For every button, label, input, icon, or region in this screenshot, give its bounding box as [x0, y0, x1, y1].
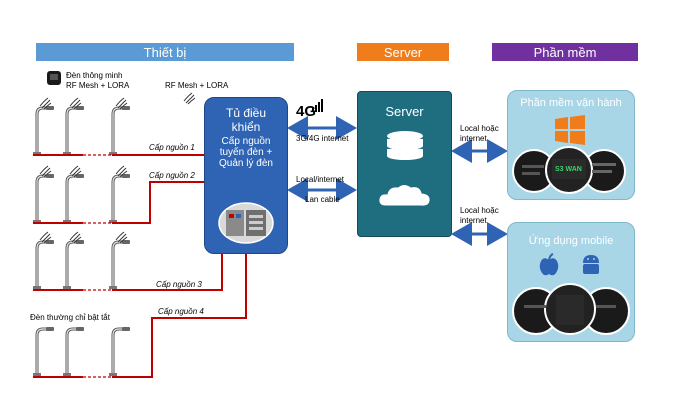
cabinet-desc-line3: Quản lý đèn	[219, 158, 273, 169]
rf-label: RF Mesh + LORA	[165, 81, 229, 90]
header-server: Server	[357, 43, 449, 61]
lamp-row-3	[31, 238, 223, 291]
lamp-row-1	[31, 104, 204, 157]
badge-4g: 4G	[296, 103, 317, 120]
cloud-icon	[378, 184, 431, 207]
label-local-hoac-2b: internet	[460, 216, 487, 225]
cabinet-photo	[218, 202, 274, 244]
windows-icon	[555, 115, 585, 145]
power-line-3-label: Cấp nguồn 3	[156, 280, 202, 289]
operations-title: Phần mềm vận hành	[520, 97, 622, 109]
power-line-1-label: Cấp nguồn 1	[149, 143, 195, 152]
header-devices: Thiết bị	[36, 43, 294, 61]
mobile-app-panel: Ứng dụng mobile	[507, 222, 635, 342]
database-icon	[387, 131, 423, 160]
label-4g: 3G/4G internet	[296, 134, 349, 143]
signal-icon	[312, 99, 323, 112]
lamp-row-2	[31, 172, 204, 225]
label-local-hoac-1a: Local hoặc	[460, 124, 499, 133]
label-local-hoac-1b: internet	[460, 134, 487, 143]
mobile-app-screens	[512, 283, 630, 335]
cabinet-desc-line1: Cấp nguồn	[221, 136, 271, 147]
desktop-app-screens	[512, 146, 626, 194]
operations-software-panel: Phần mềm vận hành S3 WAN	[507, 90, 635, 200]
header-software: Phần mềm	[492, 43, 638, 61]
app-logo-text: S3 WAN	[555, 166, 582, 173]
cabinet-title-line1: Tủ điều	[225, 106, 267, 120]
label-local-hoac-2a: Local hoặc	[460, 206, 499, 215]
control-cabinet: Tủ điều khiển Cấp nguồn tuyến đèn + Quản…	[204, 97, 288, 254]
lamp-row-4	[31, 252, 247, 378]
mobile-title: Ứng dụng mobile	[528, 235, 614, 247]
android-icon	[583, 255, 599, 274]
server-box: Server	[357, 91, 452, 237]
cabinet-title-line2: khiển	[231, 120, 261, 134]
power-line-4-label: Cấp nguồn 4	[158, 307, 204, 316]
power-line-2-label: Cấp nguồn 2	[149, 171, 195, 180]
server-title: Server	[385, 104, 424, 119]
wifi-icon	[183, 92, 196, 105]
smart-light-label: Đèn thông minh	[66, 71, 123, 80]
label-lan-cable: Lan cable	[305, 195, 340, 204]
label-local-internet: Local/internet	[296, 175, 345, 184]
regular-light-label: Đèn thường chỉ bật tắt	[30, 313, 110, 322]
smart-light-protocol: RF Mesh + LORA	[66, 81, 130, 90]
apple-icon	[539, 253, 559, 276]
cabinet-desc-line2: tuyến đèn +	[219, 147, 273, 158]
